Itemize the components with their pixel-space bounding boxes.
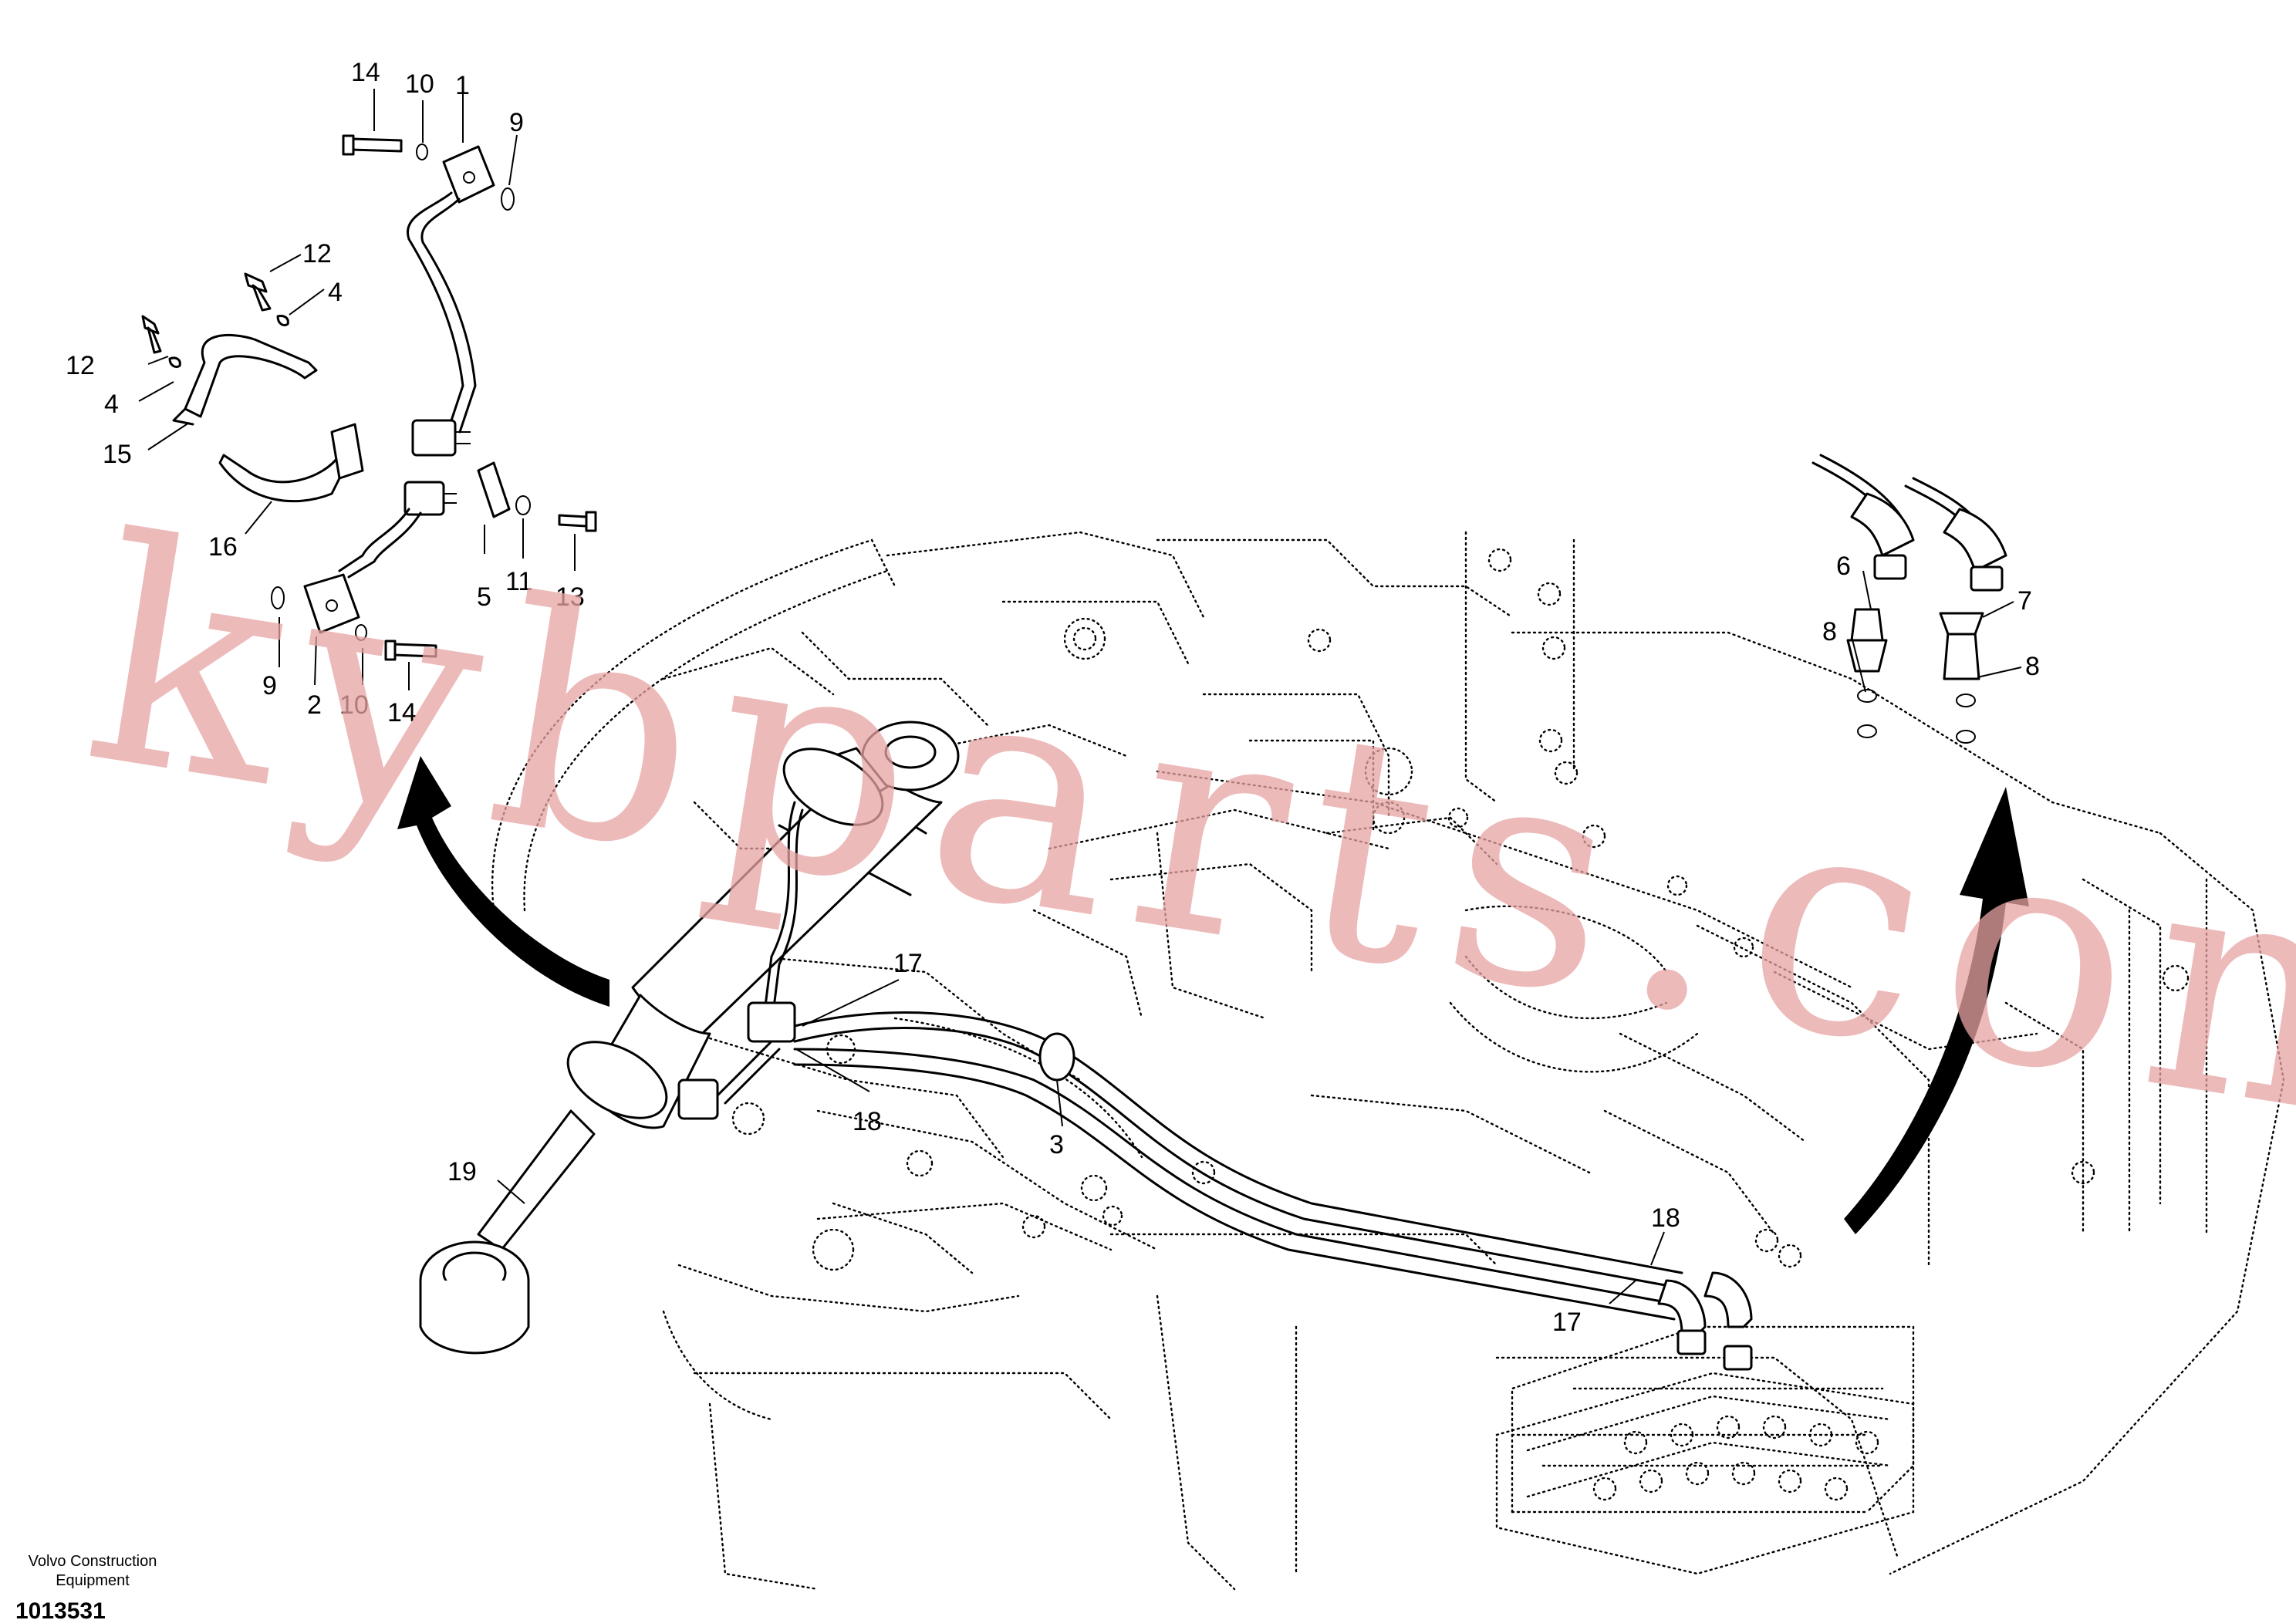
callout-8: 8 <box>1822 617 1837 646</box>
callout-18: 18 <box>853 1107 882 1136</box>
callout-5: 5 <box>477 582 491 612</box>
callout-12: 12 <box>302 239 332 268</box>
callout-1: 1 <box>455 71 470 100</box>
exploded-pipe-assembly <box>141 134 597 661</box>
brand-line-2: Equipment <box>56 1572 130 1589</box>
callout-labels: 14 10 1 9 12 4 12 4 15 16 5 11 13 9 2 10… <box>66 58 2040 1337</box>
callout-10: 10 <box>339 690 369 720</box>
callout-8: 8 <box>2025 652 2040 681</box>
callout-6: 6 <box>1836 552 1851 581</box>
callout-4: 4 <box>104 390 119 419</box>
brand-line-1: Volvo Construction <box>29 1553 157 1570</box>
leader-lines <box>138 89 2022 1304</box>
callout-17: 17 <box>893 949 923 978</box>
callout-2: 2 <box>307 690 322 720</box>
callout-12: 12 <box>66 351 95 380</box>
callout-7: 7 <box>2017 586 2032 616</box>
drawing-number: 1013531 <box>15 1598 106 1620</box>
boom-swing-cylinder <box>419 721 960 1355</box>
callout-19: 19 <box>447 1157 477 1186</box>
callout-18: 18 <box>1651 1203 1680 1233</box>
control-valve-block <box>1495 1372 1915 1575</box>
detail-arrow-left <box>397 756 609 1007</box>
callout-17: 17 <box>1552 1308 1582 1337</box>
callout-4: 4 <box>328 278 343 307</box>
callout-13: 13 <box>555 582 585 612</box>
callout-11: 11 <box>505 567 532 596</box>
callout-16: 16 <box>208 532 238 562</box>
callout-14: 14 <box>387 698 417 727</box>
callout-15: 15 <box>103 440 132 469</box>
fitting-detail <box>1811 454 2007 744</box>
detail-arrow-right <box>1844 787 2029 1234</box>
callout-3: 3 <box>1049 1130 1064 1159</box>
watermark-text: kybparts.com <box>68 472 2296 1201</box>
callout-10: 10 <box>405 69 434 99</box>
callout-14: 14 <box>351 58 380 87</box>
callout-9: 9 <box>262 671 277 700</box>
callout-9: 9 <box>509 108 524 137</box>
